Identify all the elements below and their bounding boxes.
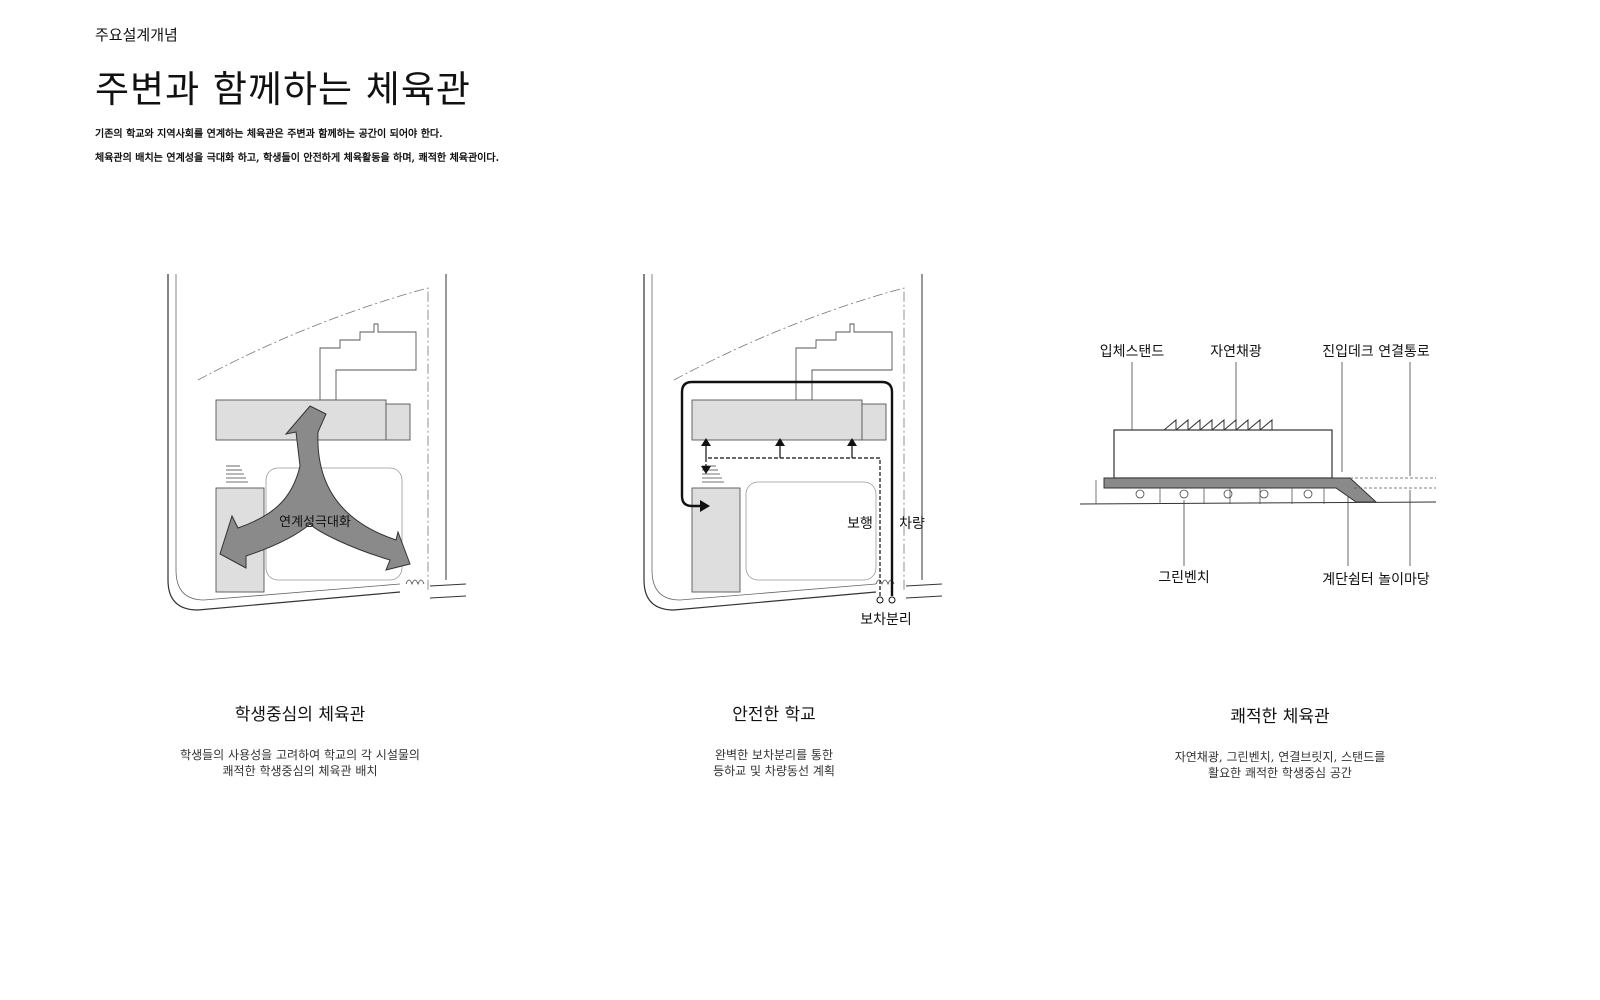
caption-panel-1: 학생중심의 체육관 학생들의 사용성을 고려하여 학교의 각 시설물의 쾌적한 … <box>130 700 470 779</box>
caption-title-3: 쾌적한 체육관 <box>1230 707 1330 727</box>
label-bench: 그린벤치 <box>1158 570 1210 586</box>
school-building-annex <box>861 403 887 441</box>
pedestrian-route <box>705 457 881 596</box>
caption-line-1a: 학생들의 사용성을 고려하여 학교의 각 시설물의 <box>180 748 420 762</box>
caption-line-3a: 자연채광, 그린벤치, 연결브릿지, 스탠드를 <box>1174 750 1386 764</box>
playground <box>745 481 877 581</box>
panel-safety-diagram: 보행 차량 보차분리 <box>636 270 956 640</box>
label-separation: 보차분리 <box>860 612 912 628</box>
school-building <box>691 399 863 441</box>
label-deck: 진입데크 연결통로 <box>1322 344 1430 360</box>
caption-line-1b: 쾌적한 학생중심의 체육관 배치 <box>222 764 378 778</box>
gym-section-drawing: 입체스탠드 자연채광 진입데크 연결통로 <box>1080 344 1437 588</box>
site-road-left <box>643 274 877 611</box>
leader-lines <box>1131 362 1411 566</box>
caption-title-1: 학생중심의 체육관 <box>234 705 366 725</box>
caption-line-3b: 활요한 쾌적한 학생중심 공간 <box>1208 766 1352 780</box>
caption-panel-3: 쾌적한 체육관 자연채광, 그린벤치, 연결브릿지, 스탠드를 활요한 쾌적한 … <box>1110 702 1450 781</box>
caption-title-2: 안전한 학교 <box>732 705 816 725</box>
site-boundary-left <box>651 274 877 601</box>
page-title: 주변과 함께하는 체육관 <box>95 68 471 111</box>
caption-line-2a: 완벽한 보차분리를 통한 <box>714 748 834 762</box>
existing-building-outline <box>319 323 417 401</box>
connectivity-site-plan: 연계성극대화 <box>167 274 467 611</box>
connectivity-label: 연계성극대화 <box>279 515 351 530</box>
site-boundary-curve <box>197 287 429 590</box>
school-building-annex <box>385 403 411 441</box>
entry-point-vehicle <box>888 596 896 604</box>
ground-line <box>1080 501 1437 505</box>
description-line-2: 체육관의 배치는 연계성을 극대화 하고, 학생들이 안전하게 체육활동을 하며… <box>95 153 500 164</box>
description-line-1: 기존의 학교와 지역사회를 연계하는 체육관은 주변과 함께하는 공간이 되어야… <box>95 129 443 140</box>
stand-deck-band <box>1103 477 1378 503</box>
section-eyebrow: 주요설계개념 <box>95 26 178 44</box>
gym-building <box>691 487 741 593</box>
label-car: 차량 <box>899 516 925 532</box>
label-walk: 보행 <box>847 516 873 532</box>
entry-point-pedestrian <box>876 596 884 604</box>
label-shelter: 계단쉼터 놀이마당 <box>1322 572 1430 588</box>
caption-panel-2: 안전한 학교 완벽한 보차분리를 통한 등하교 및 차량동선 계획 <box>604 700 944 779</box>
label-stand: 입체스탠드 <box>1100 344 1165 360</box>
caption-line-2b: 등하교 및 차량동선 계획 <box>713 764 835 778</box>
site-road-right <box>905 274 943 599</box>
header: 주요설계개념 주변과 함께하는 체육관 기존의 학교와 지역사회를 연계하는 체… <box>95 24 499 173</box>
safety-site-plan: 보행 차량 보차분리 <box>643 274 943 628</box>
pedestrian-arrows <box>701 438 857 474</box>
gym-hall <box>1113 429 1333 479</box>
panel-comfort-section: 입체스탠드 자연채광 진입데크 연결통로 <box>1080 330 1470 600</box>
entry-deck <box>1350 477 1436 489</box>
site-boundary-curve <box>673 287 905 590</box>
panel-connectivity-diagram: 연계성극대화 <box>160 270 480 640</box>
stair-lines <box>226 465 248 483</box>
vehicle-route-arrowhead <box>700 500 710 512</box>
sawtooth-roof <box>1163 418 1273 432</box>
vehicle-route <box>680 380 894 596</box>
label-light: 자연채광 <box>1210 344 1262 360</box>
site-road-left <box>167 274 401 611</box>
tree-symbols <box>405 579 425 586</box>
site-road-right <box>429 274 467 599</box>
existing-building-outline <box>795 323 893 401</box>
site-boundary-left <box>175 274 401 601</box>
tree-symbols <box>1135 489 1313 499</box>
connectivity-arrow <box>219 405 411 571</box>
